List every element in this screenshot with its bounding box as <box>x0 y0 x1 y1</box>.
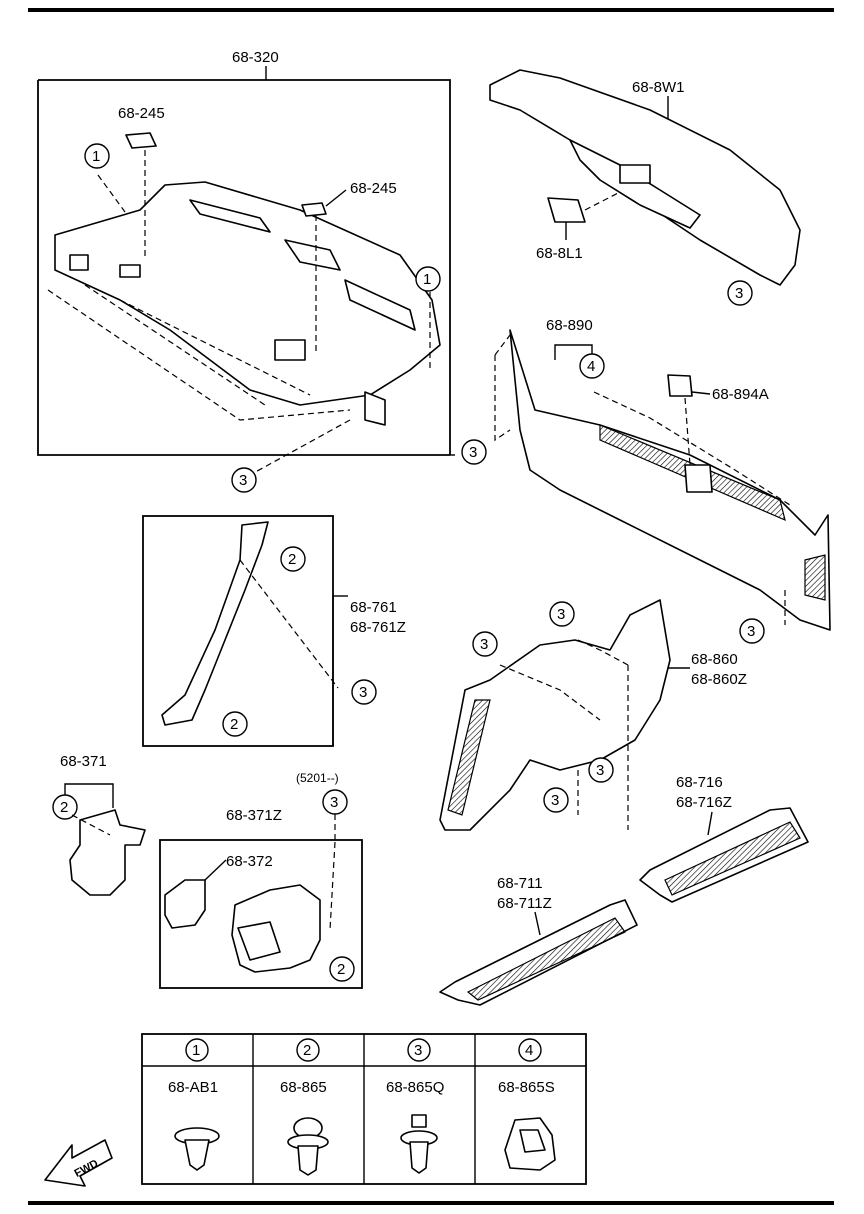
svg-text:3: 3 <box>469 444 477 461</box>
svg-text:3: 3 <box>596 762 604 779</box>
clip-68-AB1-icon <box>174 1127 220 1171</box>
fastener-part-68-865Q: 68-865Q <box>386 1079 444 1096</box>
label-68-894A: 68-894A <box>712 386 769 403</box>
svg-text:4: 4 <box>525 1042 533 1059</box>
fastener-table: 1 2 3 4 68-AB1 68-865 68-865Q 68-865S <box>141 1033 587 1185</box>
svg-text:3: 3 <box>735 285 743 302</box>
trunk-lid-clip-68-8L1[interactable] <box>547 197 586 223</box>
bracket-68-372[interactable] <box>164 879 206 929</box>
scuff-plate-716-group: 68-716 68-716Z <box>639 774 809 903</box>
svg-text:2: 2 <box>303 1042 311 1059</box>
svg-text:3: 3 <box>239 472 247 489</box>
fwd-arrow-icon: FWD <box>44 1139 113 1187</box>
callout-1-right: 1 <box>415 266 441 292</box>
label-68-8L1: 68-8L1 <box>536 245 583 262</box>
callout-2-371Z: 2 <box>329 956 355 982</box>
label-68-711: 68-711 <box>497 875 543 892</box>
label-68-371: 68-371 <box>60 753 107 770</box>
trunk-side-trim-group: 68-860 68-860Z 3 3 3 3 <box>439 599 747 831</box>
label-68-716Z: 68-716Z <box>676 794 732 811</box>
clip-68-865Q-icon <box>400 1114 438 1174</box>
package-tray-group: 68-320 68-245 68-245 1 1 <box>37 49 455 493</box>
callout-3-lid: 3 <box>727 280 753 306</box>
label-68-716: 68-716 <box>676 774 723 791</box>
clip-68-865-icon <box>287 1117 329 1176</box>
svg-text:2: 2 <box>337 961 345 978</box>
callout-3-pillar: 3 <box>351 679 377 705</box>
fastener-part-68-AB1: 68-AB1 <box>168 1079 218 1096</box>
bracket-68-371[interactable] <box>69 809 146 896</box>
svg-text:3: 3 <box>480 636 488 653</box>
svg-text:3: 3 <box>330 794 338 811</box>
pad-68-245-a[interactable] <box>125 132 157 149</box>
callout-4: 4 <box>579 353 605 379</box>
label-68-860Z: 68-860Z <box>691 671 747 688</box>
table-header-2: 2 <box>296 1038 320 1062</box>
label-68-890: 68-890 <box>546 317 593 334</box>
label-68-711Z: 68-711Z <box>497 895 552 912</box>
callout-3-side-b: 3 <box>472 631 498 657</box>
scuff-plate-711-group: 68-711 68-711Z <box>439 875 638 1006</box>
trunk-end-trim-group: 68-890 4 68-894A 3 3 <box>461 317 831 644</box>
package-tray[interactable] <box>54 181 441 406</box>
pillar-trim-group: 68-761 68-761Z 2 2 3 <box>142 515 406 747</box>
callout-3-side-d: 3 <box>543 787 569 813</box>
callout-2-pillar-top: 2 <box>280 546 306 572</box>
fastener-part-68-865: 68-865 <box>280 1079 327 1096</box>
svg-text:1: 1 <box>192 1042 200 1059</box>
svg-text:3: 3 <box>414 1042 422 1059</box>
pad-68-245-b[interactable] <box>301 202 327 217</box>
callout-3-endtrim-left: 3 <box>461 439 487 465</box>
table-header-4: 4 <box>518 1038 542 1062</box>
svg-text:3: 3 <box>747 623 755 640</box>
callout-3-tray: 3 <box>231 467 257 493</box>
bracket-371-group: 68-371 2 <box>52 753 146 896</box>
label-68-860: 68-860 <box>691 651 738 668</box>
label-68-761Z: 68-761Z <box>350 619 406 636</box>
label-68-320: 68-320 <box>232 49 279 66</box>
table-header-3: 3 <box>407 1038 431 1062</box>
callout-3-side-a: 3 <box>549 601 575 627</box>
svg-text:3: 3 <box>557 606 565 623</box>
svg-text:2: 2 <box>230 716 238 733</box>
fastener-part-68-865S: 68-865S <box>498 1079 555 1096</box>
svg-text:2: 2 <box>288 551 296 568</box>
callout-2-371: 2 <box>52 794 78 820</box>
label-68-245-b: 68-245 <box>350 180 397 197</box>
callout-3-371Z: 3 <box>322 789 348 815</box>
callout-3-side-c: 3 <box>588 757 614 783</box>
label-68-372: 68-372 <box>226 853 273 870</box>
callout-3-endtrim-right: 3 <box>739 618 765 644</box>
label-68-761: 68-761 <box>350 599 397 616</box>
svg-text:3: 3 <box>551 792 559 809</box>
svg-text:1: 1 <box>92 148 100 165</box>
svg-text:4: 4 <box>587 358 595 375</box>
trunk-end-trim[interactable] <box>509 329 831 631</box>
table-header-1: 1 <box>185 1038 209 1062</box>
label-68-8W1: 68-8W1 <box>632 79 685 96</box>
svg-text:2: 2 <box>60 799 68 816</box>
serial-note: (5201--) <box>296 771 339 785</box>
trunk-side-trim[interactable] <box>439 599 671 831</box>
pillar-trim[interactable] <box>161 521 269 726</box>
trunk-lid-trim-group: 68-8W1 68-8L1 3 <box>489 69 801 306</box>
callout-1-left: 1 <box>84 143 110 169</box>
svg-text:1: 1 <box>423 271 431 288</box>
trunk-end-clip-68-894A[interactable] <box>667 374 693 397</box>
bracket-371Z-group: 68-371Z (5201--) 3 68-372 2 <box>159 771 363 989</box>
svg-text:3: 3 <box>359 684 367 701</box>
label-68-245-a: 68-245 <box>118 105 165 122</box>
clip-68-865S-icon <box>504 1117 556 1171</box>
scuff-plate-68-711[interactable] <box>439 899 638 1006</box>
label-68-371Z: 68-371Z <box>226 807 282 824</box>
callout-2-pillar-bottom: 2 <box>222 711 248 737</box>
